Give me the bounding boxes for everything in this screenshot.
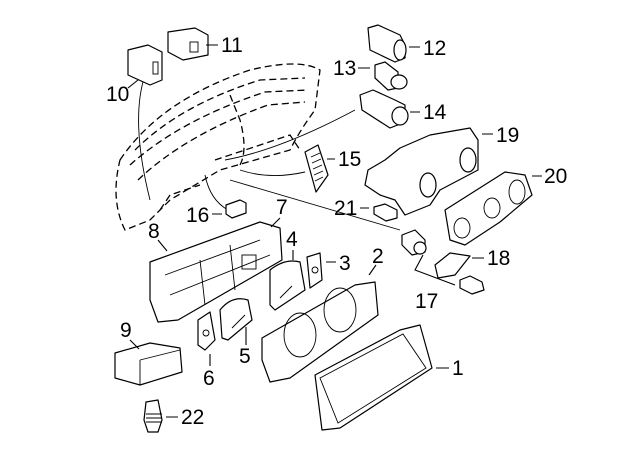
leader-lines bbox=[138, 74, 401, 231]
callout-7: 7 bbox=[276, 196, 288, 219]
callout-16: 16 bbox=[186, 204, 209, 227]
callout-9: 9 bbox=[120, 319, 132, 342]
part-8-cluster-case[interactable] bbox=[149, 221, 283, 323]
callout-3: 3 bbox=[339, 252, 351, 275]
part-16-small-switch[interactable] bbox=[225, 199, 247, 219]
part-19-climate-control[interactable] bbox=[364, 127, 479, 216]
part-12-switch[interactable] bbox=[367, 24, 407, 63]
callout-19: 19 bbox=[496, 124, 519, 147]
callout-20: 20 bbox=[544, 165, 567, 188]
callout-21: 21 bbox=[334, 197, 357, 220]
part-20-bezel[interactable] bbox=[444, 171, 533, 246]
callout-14: 14 bbox=[423, 101, 447, 124]
part-13-socket[interactable] bbox=[374, 61, 408, 91]
part-5-gauge[interactable] bbox=[219, 298, 253, 341]
part-10-switch[interactable] bbox=[127, 44, 163, 86]
part-17-bulb-set[interactable] bbox=[401, 229, 485, 295]
part-15-vent-grille[interactable] bbox=[304, 144, 329, 193]
part-2-cluster-mask[interactable] bbox=[261, 281, 379, 383]
callout-12: 12 bbox=[423, 37, 446, 60]
callout-4: 4 bbox=[286, 228, 298, 251]
dashboard-outline bbox=[115, 63, 321, 231]
callout-5: 5 bbox=[239, 345, 251, 368]
callout-10: 10 bbox=[106, 83, 129, 106]
callout-17: 17 bbox=[415, 290, 438, 313]
callout-6: 6 bbox=[203, 367, 215, 390]
part-4-gauge[interactable] bbox=[269, 260, 306, 311]
part-1-cluster-lens[interactable] bbox=[314, 324, 433, 431]
part-18-knob[interactable] bbox=[434, 252, 471, 279]
callout-18: 18 bbox=[487, 247, 510, 270]
callout-1: 1 bbox=[452, 357, 464, 380]
part-9-headlamp-switch[interactable] bbox=[114, 342, 183, 386]
callout-13: 13 bbox=[333, 57, 356, 80]
callout-2: 2 bbox=[372, 245, 384, 268]
part-6-gauge[interactable] bbox=[197, 311, 216, 351]
leader-arrows bbox=[127, 44, 542, 418]
part-21-sensor[interactable] bbox=[373, 203, 398, 222]
part-14-switch[interactable] bbox=[359, 89, 409, 129]
callout-11: 11 bbox=[221, 34, 243, 57]
callout-22: 22 bbox=[181, 406, 204, 429]
callout-15: 15 bbox=[338, 148, 361, 171]
part-22-switch[interactable] bbox=[143, 399, 163, 433]
callout-8: 8 bbox=[148, 220, 160, 243]
part-11-switch[interactable] bbox=[167, 27, 209, 61]
part-3-gauge[interactable] bbox=[306, 252, 323, 289]
